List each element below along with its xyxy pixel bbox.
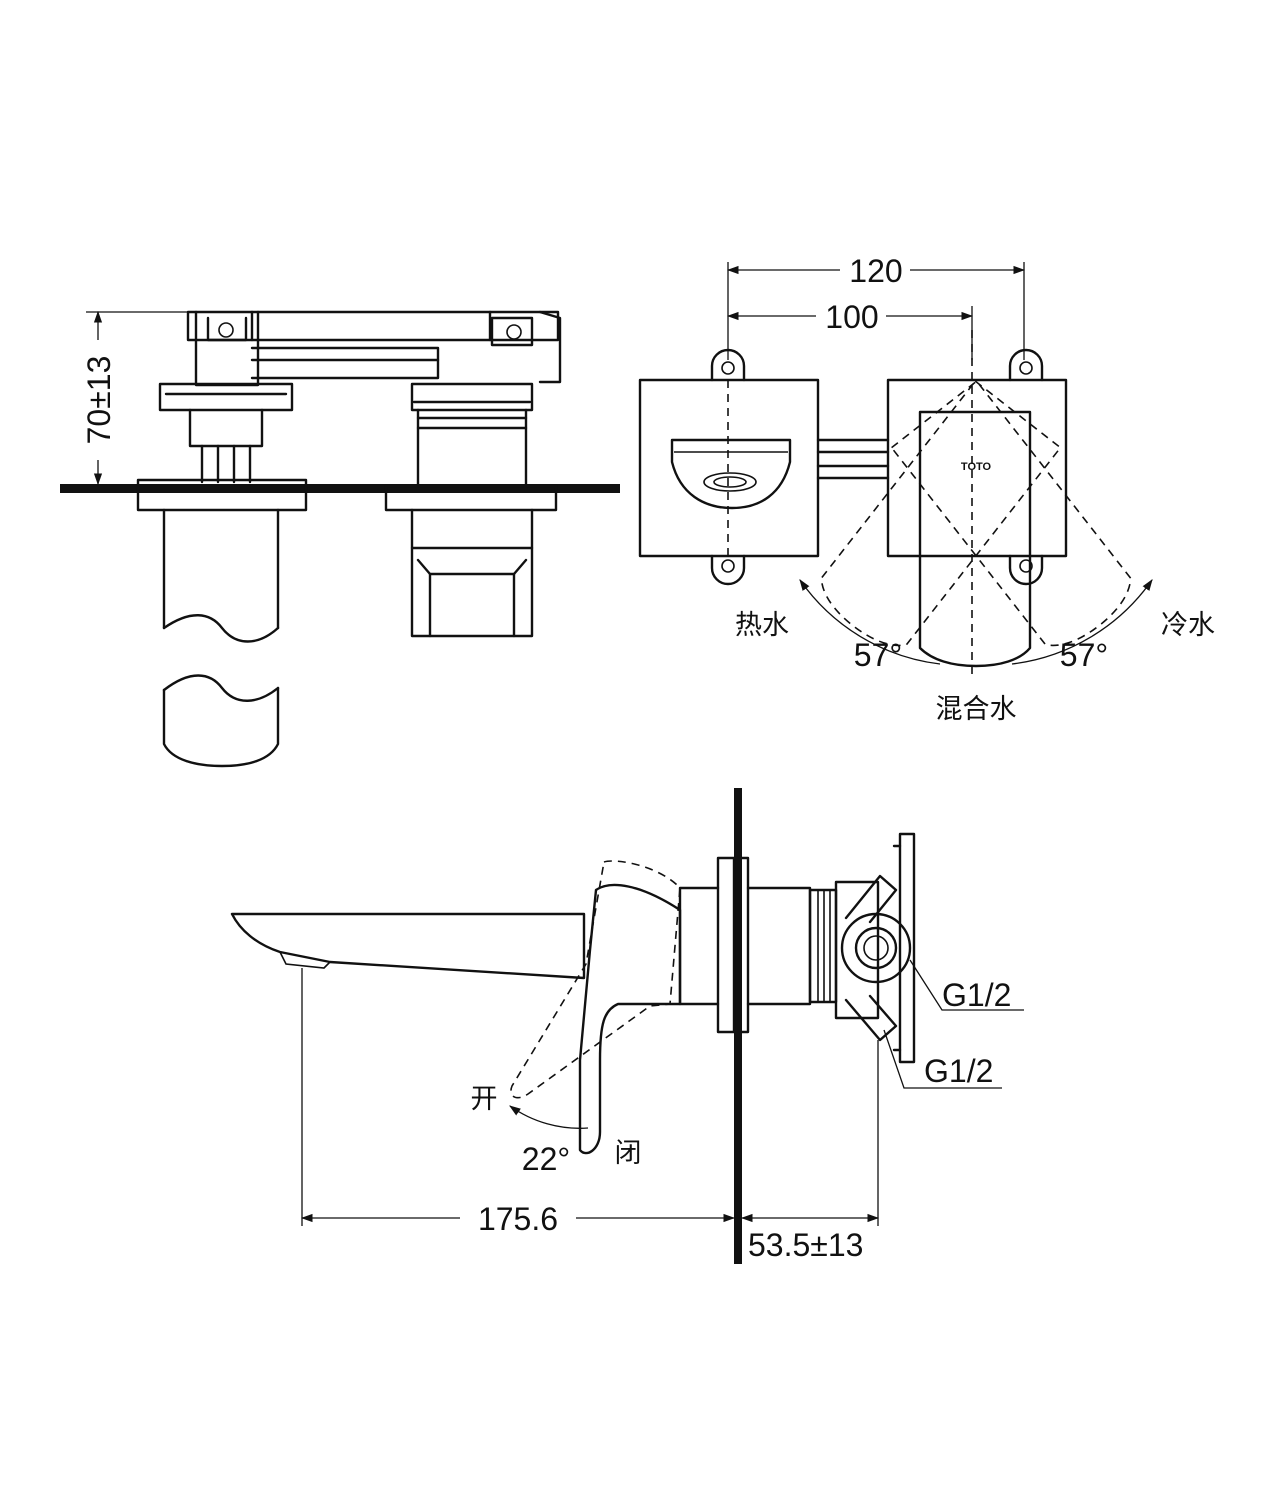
projection-dim-label: 175.6: [478, 1201, 558, 1237]
lever-angle-label: 22°: [522, 1141, 570, 1177]
side-wall-line: [734, 788, 742, 1264]
brand-mark: TOTO: [961, 461, 992, 473]
depth-dim-label: 53.5±13: [748, 1227, 863, 1263]
overall-width-dim: 120: [849, 253, 902, 289]
front-view: 70±13: [60, 310, 620, 768]
inlet-connector: [840, 912, 912, 984]
side-view: G1/2 G1/2 开 闭 22° 175.6 53.5±13: [230, 788, 1024, 1264]
height-dim-label: 70±13: [81, 356, 117, 445]
mounting-lug: [710, 348, 1044, 586]
hot-water-label: 热水: [735, 610, 789, 641]
cold-angle-label: 57°: [1060, 637, 1108, 673]
open-label: 开: [471, 1084, 498, 1115]
top-view: 120 100 TOTO: [638, 252, 1215, 725]
thread-upper-label: G1/2: [942, 977, 1011, 1013]
thread-lower-label: G1/2: [924, 1053, 993, 1089]
front-wall-line: [60, 484, 620, 493]
close-label: 闭: [615, 1138, 642, 1169]
inner-width-dim: 100: [825, 299, 878, 335]
spout-housing: [638, 378, 820, 558]
cold-water-label: 冷水: [1161, 610, 1215, 641]
hot-angle-label: 57°: [854, 637, 902, 673]
mixed-water-label: 混合水: [936, 694, 1017, 725]
